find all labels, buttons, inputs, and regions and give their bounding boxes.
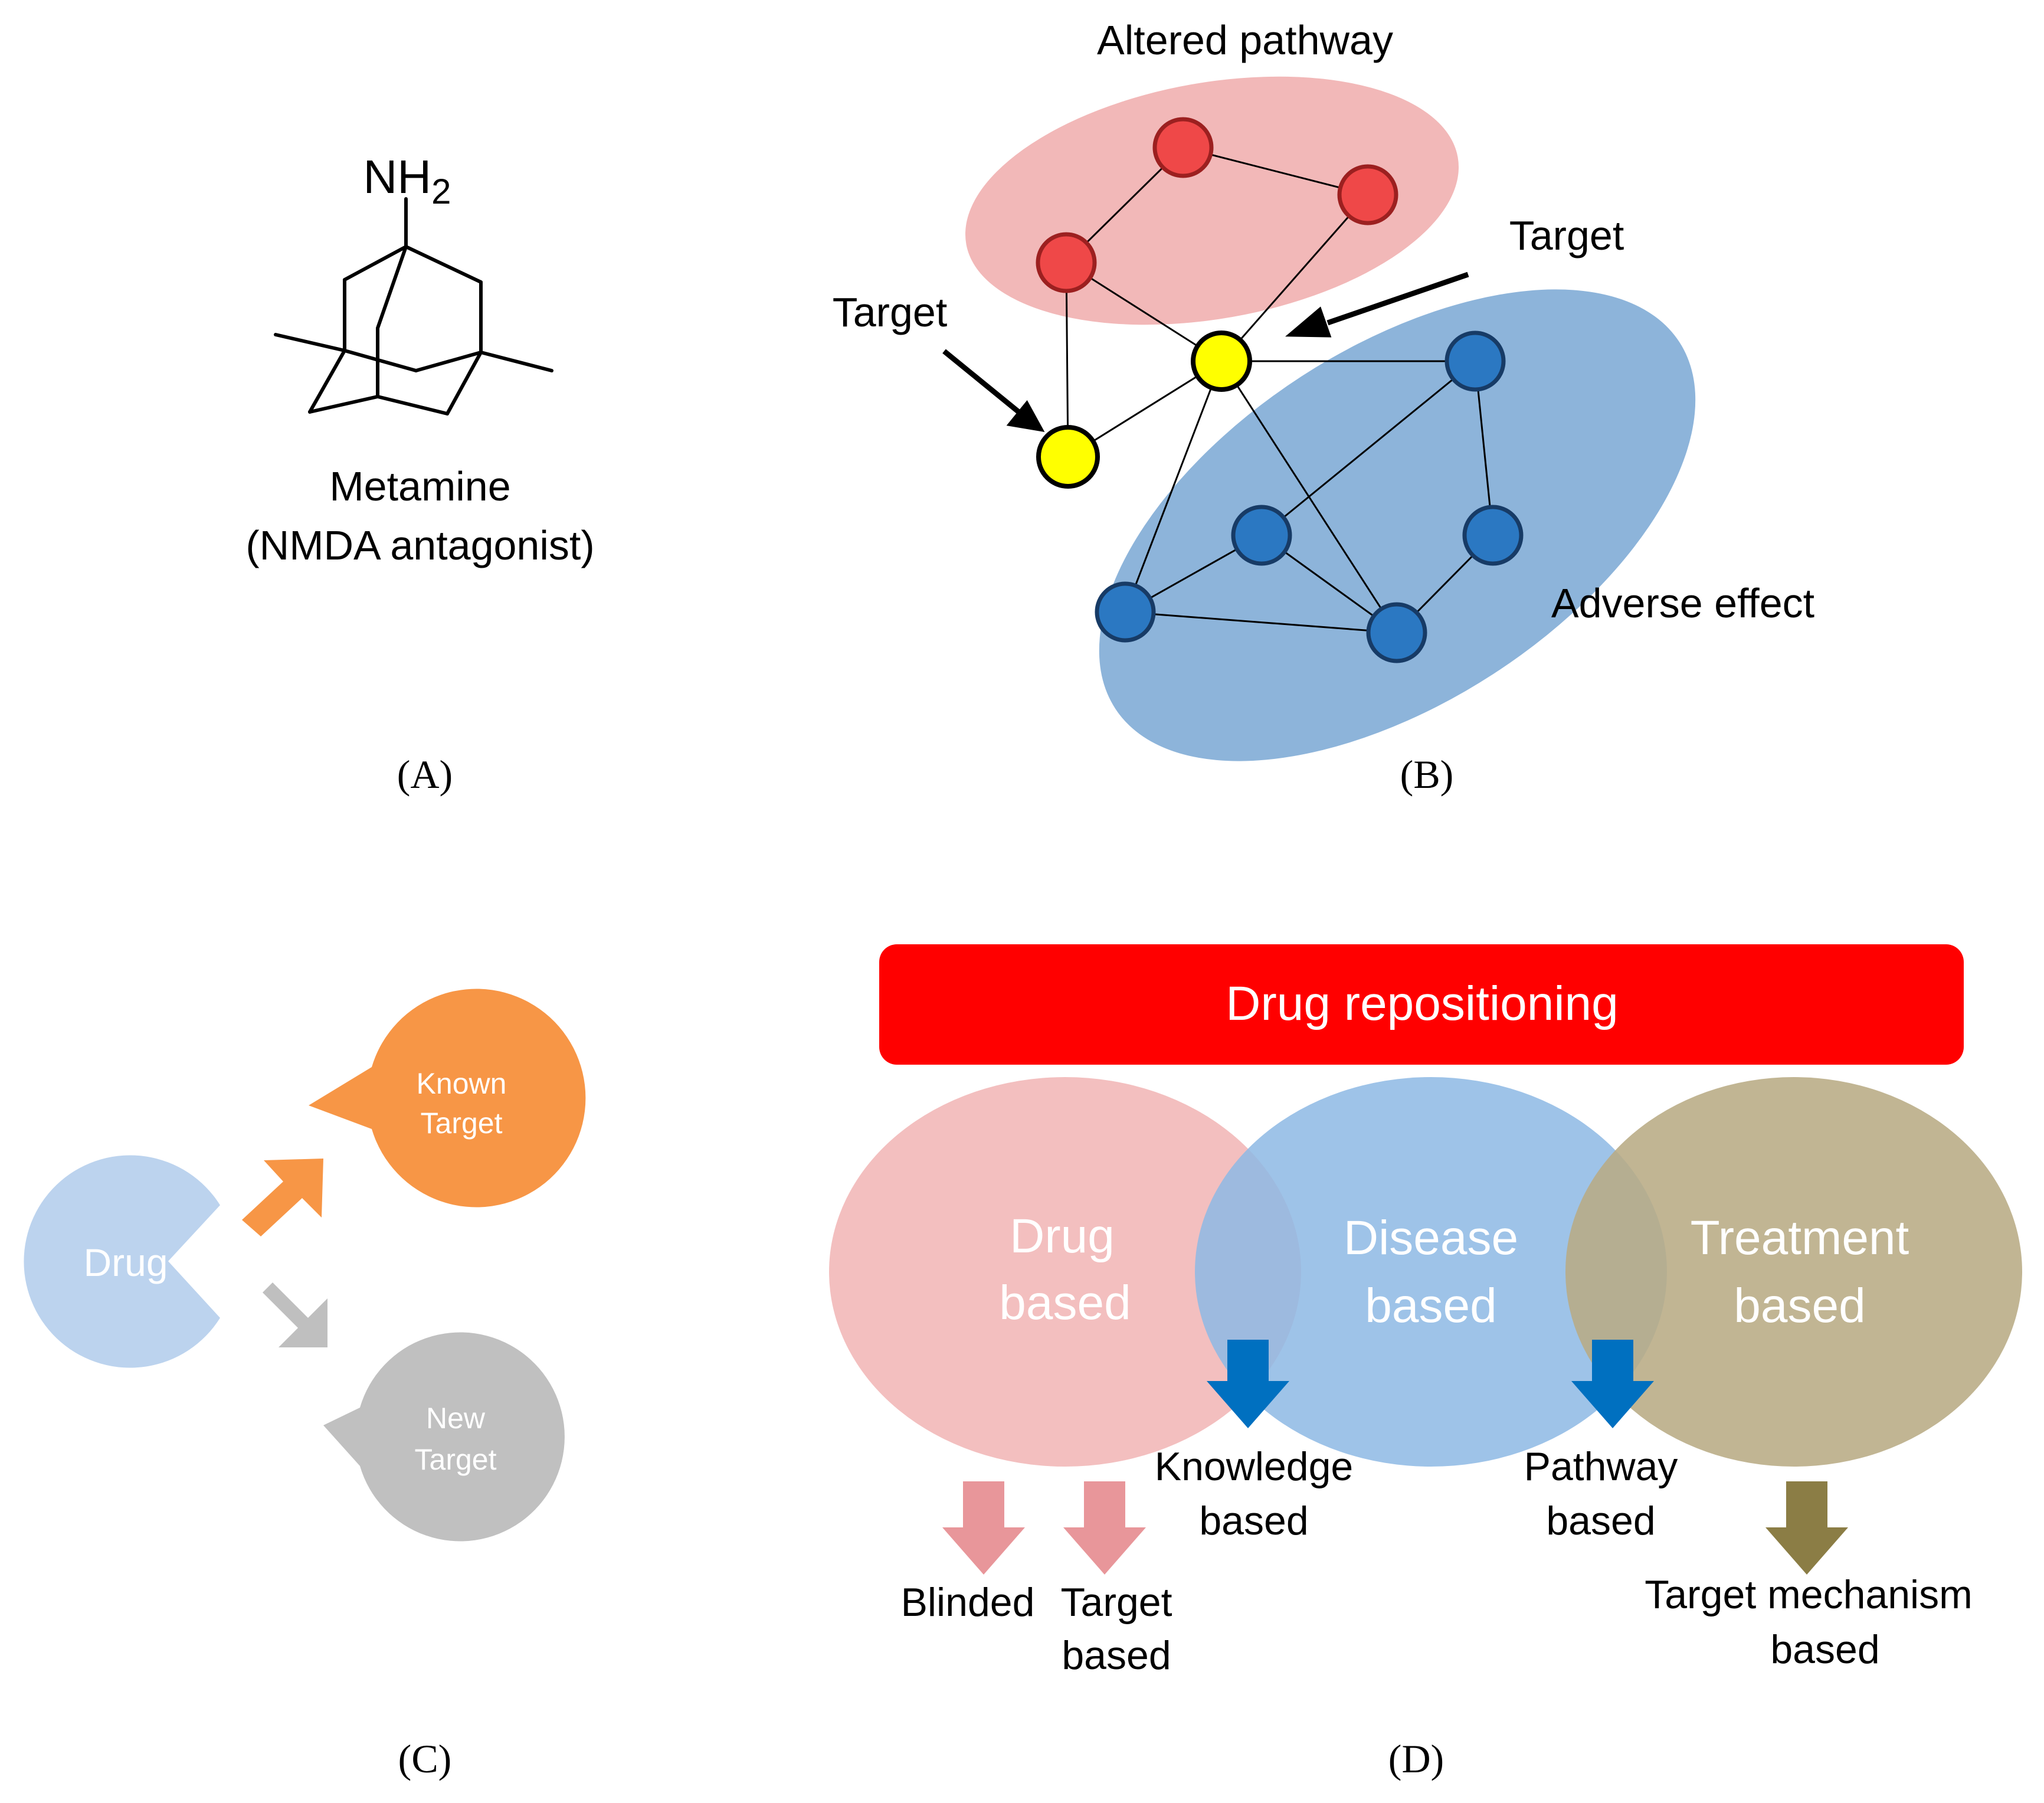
panel-c: Drug Known Target New Target (C) <box>24 989 586 1781</box>
adverse-effect-label: Adverse effect <box>1551 580 1814 626</box>
new-target-label-line1: New <box>426 1402 486 1435</box>
blinded-label: Blinded <box>901 1580 1035 1625</box>
target-arrows <box>942 271 1469 432</box>
arrow-to-known-target <box>242 1159 323 1236</box>
altered-pathway-label: Altered pathway <box>1097 17 1393 63</box>
target-mechanism-label-line2: based <box>1770 1627 1879 1672</box>
target-node-left <box>1036 425 1100 489</box>
compound-name: Metamine <box>329 463 510 509</box>
drug-based-circle <box>829 1077 1301 1467</box>
treatment-based-label-line1: Treatment <box>1691 1211 1909 1265</box>
panel-label-b: (B) <box>1400 752 1454 797</box>
pathway-based-label-line1: Pathway <box>1524 1444 1678 1489</box>
memantine-structure <box>274 197 553 415</box>
blinded-arrow <box>942 1481 1025 1575</box>
pathway-based-label-line2: based <box>1546 1498 1655 1543</box>
adverse-effect-region <box>1099 289 1696 761</box>
arrow-to-new-target <box>263 1282 327 1347</box>
pathway-node <box>1152 117 1214 178</box>
panel-label-a: (A) <box>397 752 453 797</box>
target-label-right: Target <box>1509 212 1624 258</box>
new-target-shape <box>323 1332 565 1542</box>
target-mechanism-arrow <box>1765 1481 1848 1575</box>
panel-a: NH2 Metamine (NMDA antagonist) (A) <box>245 150 594 797</box>
target-based-label-line2: based <box>1062 1633 1171 1678</box>
new-target-label-line2: Target <box>415 1443 497 1476</box>
target-mechanism-label-line1: Target mechanism <box>1645 1572 1973 1617</box>
known-target-label-line2: Target <box>421 1107 503 1140</box>
drug-shape <box>24 1155 220 1368</box>
panel-label-d: (D) <box>1388 1736 1444 1781</box>
adverse-node <box>1231 505 1292 566</box>
drug-based-label-line1: Drug <box>1010 1209 1115 1263</box>
adverse-node <box>1095 581 1156 643</box>
knowledge-based-label-line1: Knowledge <box>1155 1444 1353 1489</box>
knowledge-based-arrow <box>1207 1340 1289 1428</box>
drug-label: Drug <box>83 1241 168 1284</box>
target-nodes <box>1036 331 1252 489</box>
panel-label-c: (C) <box>398 1736 452 1781</box>
pathway-node <box>1036 232 1097 293</box>
compound-class: (NMDA antagonist) <box>245 522 594 568</box>
pathway-nodes <box>1036 117 1398 293</box>
drug-repositioning-header <box>879 944 1964 1065</box>
known-target-label-line1: Known <box>417 1067 507 1100</box>
adverse-node <box>1444 331 1506 392</box>
adverse-node <box>1462 505 1524 566</box>
knowledge-based-label-line2: based <box>1199 1498 1308 1543</box>
disease-based-circle <box>1195 1077 1667 1467</box>
target-based-label-line1: Target <box>1061 1580 1172 1625</box>
header-label: Drug repositioning <box>1226 977 1619 1030</box>
treatment-based-label-line2: based <box>1734 1279 1865 1333</box>
altered-pathway-region <box>965 76 1459 325</box>
panel-d: Drug repositioning Drug based Disease ba… <box>829 944 2022 1781</box>
pathway-node <box>1337 164 1398 225</box>
disease-based-label-line1: Disease <box>1344 1211 1518 1265</box>
treatment-based-circle <box>1565 1077 2022 1467</box>
target-node-right <box>1191 331 1252 392</box>
adverse-nodes <box>1095 331 1524 663</box>
disease-based-label-line2: based <box>1365 1279 1496 1333</box>
pathway-based-arrow <box>1571 1340 1654 1428</box>
target-label-left: Target <box>833 289 948 335</box>
target-based-arrow <box>1063 1481 1146 1575</box>
adverse-node <box>1366 602 1427 663</box>
amine-group-label: NH2 <box>363 150 451 211</box>
drug-based-label-line2: based <box>999 1276 1131 1330</box>
known-target-shape <box>309 989 586 1208</box>
panel-b: Altered pathway Target Target Adverse ef… <box>833 17 1814 797</box>
